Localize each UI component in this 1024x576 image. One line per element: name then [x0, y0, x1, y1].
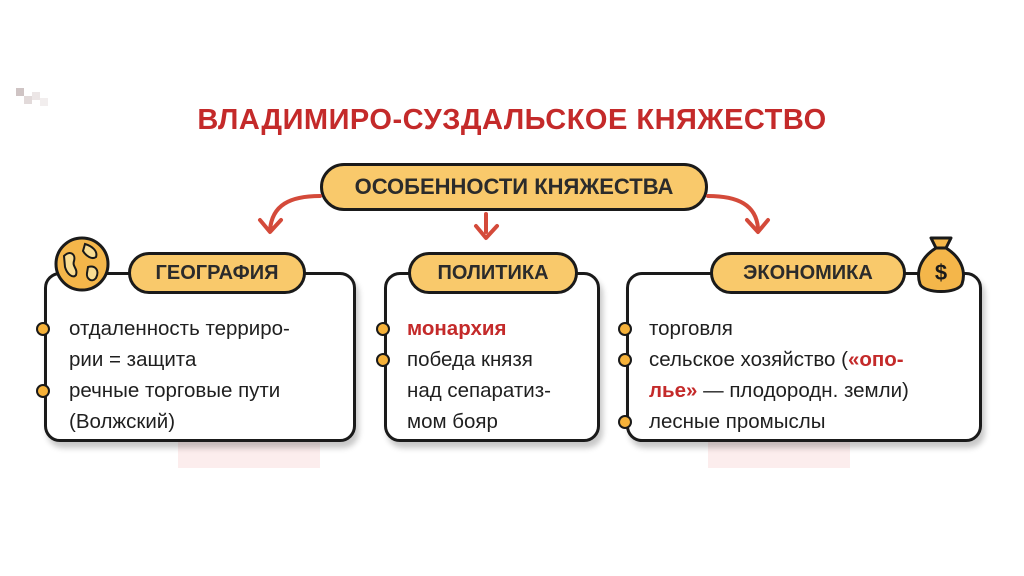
item-text-highlight: «опо- — [847, 348, 904, 371]
item-text-part: сельское хозяйство ( — [649, 348, 848, 371]
item-text-line: над сепаратиз- — [407, 379, 551, 402]
item-text-line: рии = защита — [69, 348, 197, 371]
economy-label: ЭКОНОМИКА — [710, 252, 906, 294]
item-text-part: — плодородн. земли) — [697, 379, 909, 402]
bullet-dot — [618, 322, 632, 336]
item-text-line: торговля — [649, 317, 733, 340]
item-text-line: речные торговые пути — [69, 379, 281, 402]
geography-label: ГЕОГРАФИЯ — [128, 252, 306, 294]
item-text-line: сельское хозяйство («опо- — [649, 344, 979, 375]
center-label: ОСОБЕННОСТИ КНЯЖЕСТВА — [320, 163, 708, 211]
list-item: сельское хозяйство («опо- лье» — плодоро… — [618, 344, 979, 406]
list-item: торговля — [618, 313, 979, 344]
item-text-line: отдаленность террирo- — [69, 317, 290, 340]
bullet-dot — [618, 415, 632, 429]
money-bag-icon: $ — [912, 230, 970, 303]
globe-icon — [52, 234, 112, 299]
item-text-line: лье» — плодородн. земли) — [649, 375, 979, 406]
list-item: отдаленность террирo- рии = защита — [36, 313, 353, 375]
list-item: речные торговые пути (Волжский) — [36, 375, 353, 437]
arrow-left — [268, 194, 322, 232]
item-text-line: (Волжский) — [69, 410, 176, 433]
politics-card: монархия победа князя над сепаратиз- мом… — [376, 272, 600, 442]
bullet-dot — [618, 353, 632, 367]
item-text-highlight: лье» — [649, 379, 698, 402]
arrow-right — [706, 194, 760, 230]
bullet-dot — [376, 322, 390, 336]
item-text-line: лесные промыслы — [649, 410, 826, 433]
item-text-line: монархия — [407, 317, 507, 340]
dollar-sign: $ — [935, 260, 947, 285]
politics-label: ПОЛИТИКА — [408, 252, 578, 294]
list-item: лесные промыслы — [618, 406, 979, 437]
bullet-dot — [36, 322, 50, 336]
corner-mark — [16, 88, 50, 110]
bullet-dot — [36, 384, 50, 398]
page-title: ВЛАДИМИРО-СУЗДАЛЬСКОЕ КНЯЖЕСТВО — [197, 104, 827, 136]
list-item: победа князя над сепаратиз- мом бояр — [376, 344, 597, 437]
item-text-line: мом бояр — [407, 410, 498, 433]
shadow-strip-left — [178, 440, 320, 468]
item-text-line: победа князя — [407, 348, 533, 371]
geography-card: отдаленность террирo- рии = защита речны… — [36, 272, 356, 442]
bullet-dot — [376, 353, 390, 367]
list-item: монархия — [376, 313, 597, 344]
shadow-strip-right — [708, 440, 850, 468]
